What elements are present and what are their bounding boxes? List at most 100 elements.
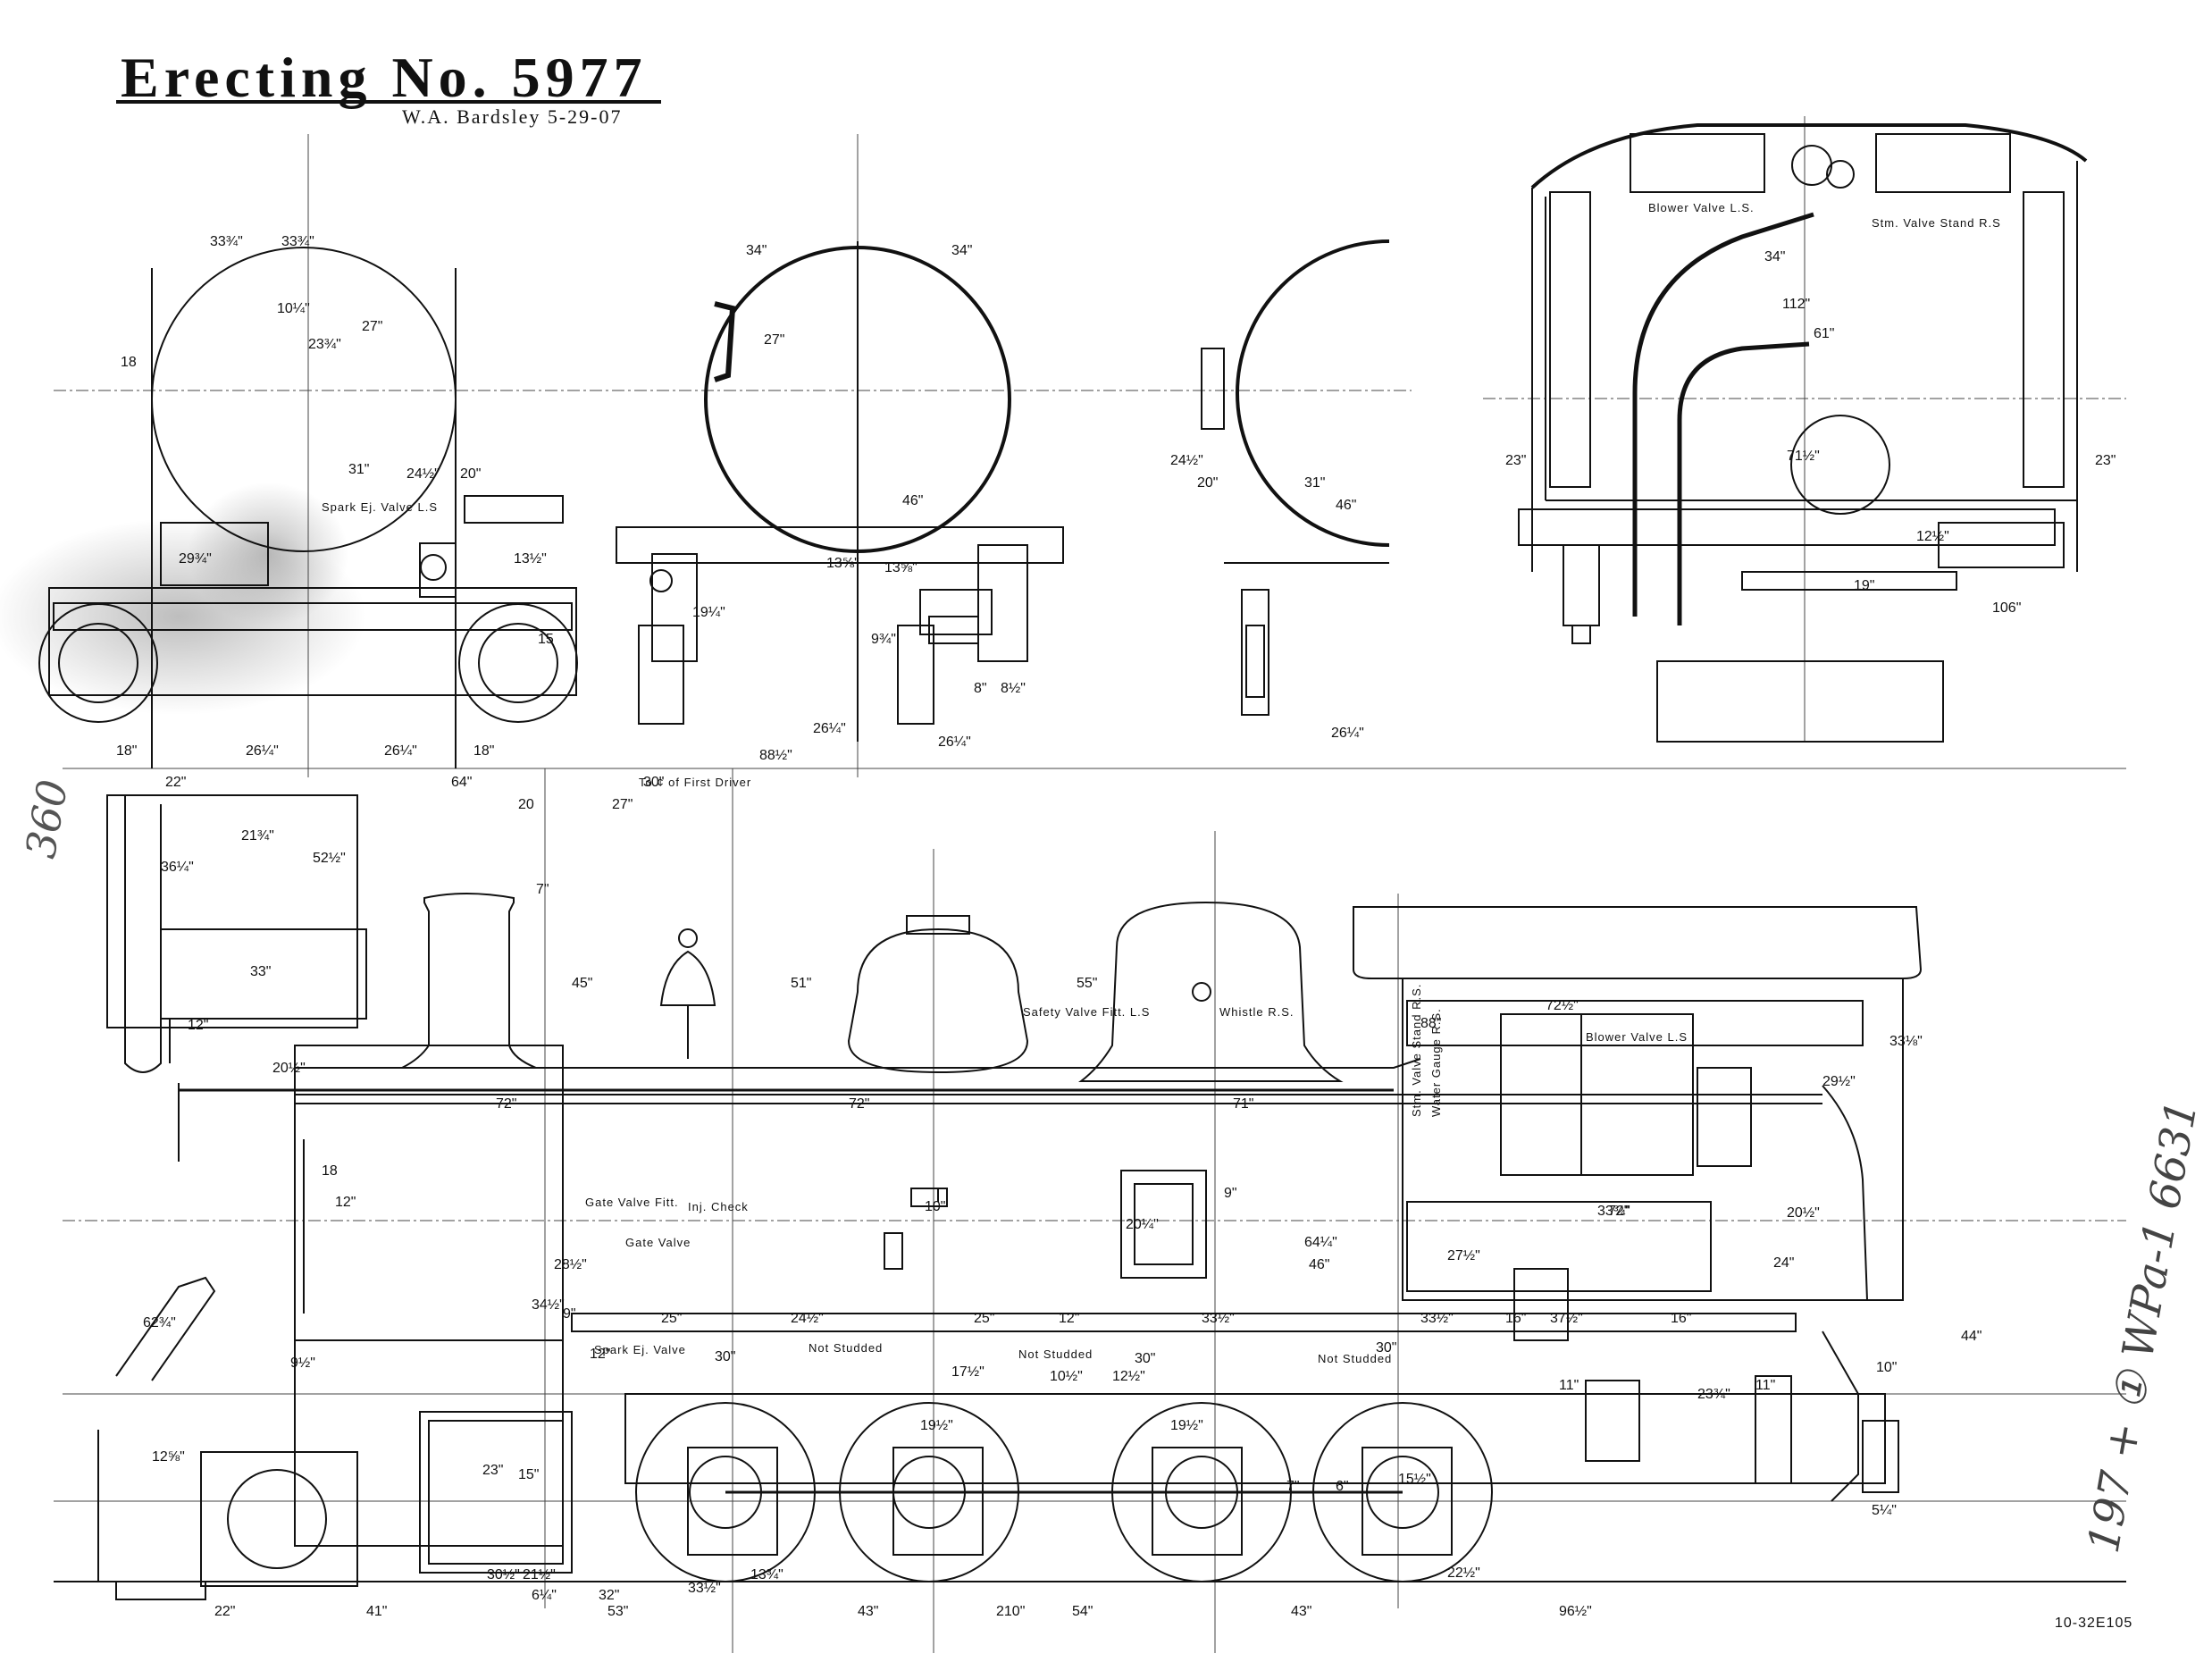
- dimension-side-72: 21½": [523, 1567, 556, 1582]
- dimension-side-36: 34½": [532, 1297, 565, 1313]
- dimension-end-view-17: 34": [746, 243, 767, 258]
- dimension-end-view-41: 106": [1992, 600, 2021, 616]
- dimension-side-59: 10": [1876, 1360, 1897, 1375]
- cab-end-view: [1518, 123, 2088, 743]
- dimension-side-49: 12": [590, 1347, 610, 1362]
- dimension-end-view-12: 15: [538, 632, 554, 647]
- dimension-side-77: 53": [607, 1604, 628, 1619]
- dimension-end-view-8: 20": [460, 466, 481, 482]
- dimension-end-view-5: 23¾": [308, 337, 341, 352]
- dimension-side-56: 11": [1559, 1378, 1579, 1393]
- side-elevation: [54, 794, 2126, 1600]
- author-signature: W.A. Bardsley 5-29-07: [402, 105, 623, 128]
- front-wheel-right: [458, 603, 578, 723]
- dimension-end-view-14: 26¼": [246, 743, 279, 759]
- dimension-side-63: 15": [518, 1467, 539, 1482]
- dimension-side-78: 43": [858, 1604, 878, 1619]
- dimension-side-40: 25": [974, 1311, 994, 1326]
- bell: [659, 950, 716, 1006]
- dimension-side-29: 64¼": [1304, 1235, 1337, 1250]
- dimension-side-71: 30½": [487, 1567, 520, 1582]
- dimension-end-view-42: 12½": [1916, 529, 1949, 544]
- label-gate-valve: Gate Valve: [625, 1236, 691, 1249]
- dimension-end-view-32: 31": [1304, 475, 1325, 491]
- dimension-side-79: 210": [996, 1604, 1025, 1619]
- dimension-side-60: 44": [1961, 1329, 1982, 1344]
- label-blower-valve-ls: Blower Valve L.S: [1586, 1030, 1688, 1044]
- dimension-side-73: 6¼": [532, 1588, 557, 1603]
- dimension-side-57: 23¾": [1697, 1387, 1730, 1402]
- boiler-cross-section: [616, 241, 1064, 742]
- cylinder: [419, 1411, 573, 1574]
- label-to-first-driver: To ¢ of First Driver: [639, 776, 751, 789]
- dimension-end-view-2: 33¾": [281, 234, 314, 249]
- dimension-side-3: 30": [643, 775, 664, 790]
- dimension-side-47: 62¾": [143, 1315, 176, 1330]
- dimension-side-51: 30": [1135, 1351, 1155, 1366]
- label-spark-ej-valve: Spark Ej. Valve: [594, 1343, 686, 1356]
- dimension-end-view-31: 20": [1197, 475, 1218, 491]
- dimension-side-17: 33⅛": [1889, 1034, 1923, 1049]
- dimension-side-45: 16": [1671, 1311, 1691, 1326]
- dimension-end-view-40: 19": [1854, 578, 1874, 593]
- dimension-side-24: 12": [335, 1195, 356, 1210]
- dimensions-end-views: 33¾"33¾"1810¼"23¾"27"31"20"24½"29¾"13½"1…: [116, 234, 2116, 763]
- dimension-side-81: 43": [1291, 1604, 1311, 1619]
- dimension-side-55: 30": [1376, 1340, 1396, 1356]
- dimension-end-view-28: 88½": [759, 748, 792, 763]
- smokestack: [401, 893, 537, 1069]
- label-inj-check: Inj. Check: [688, 1200, 749, 1213]
- dimension-side-76: 41": [366, 1604, 387, 1619]
- label-gate-valve-fitt: Gate Valve Fitt.: [585, 1196, 679, 1209]
- dimension-side-69: 33½": [688, 1581, 721, 1596]
- dimension-side-4: 20: [518, 797, 534, 812]
- dimension-side-27: 20¼": [1126, 1217, 1159, 1232]
- dimension-side-14: 55": [1077, 976, 1097, 991]
- dimension-side-33: 20½": [1787, 1205, 1820, 1221]
- dimension-side-16: 88": [1420, 1016, 1441, 1031]
- dimension-end-view-1: 33¾": [210, 234, 243, 249]
- dimension-side-38: 25": [661, 1311, 682, 1326]
- dimension-side-25: 9": [1224, 1186, 1237, 1201]
- dimension-end-view-6: 27": [362, 319, 382, 334]
- dimension-side-34: 24": [1773, 1255, 1794, 1271]
- dimension-side-70: 13¾": [750, 1567, 783, 1582]
- annotation-labels: Spark Ej. Valve L.S Blower Valve L.S. St…: [322, 201, 2001, 1365]
- front-wheel-left: [38, 603, 158, 723]
- dimension-side-28: 28½": [554, 1257, 587, 1272]
- dimension-side-23: 18: [322, 1163, 338, 1179]
- dimension-side-11: 12": [188, 1018, 208, 1033]
- dimension-side-61: 12⅝": [152, 1449, 185, 1465]
- dimension-side-46: 37½": [1550, 1311, 1583, 1326]
- dimension-side-18: 29½": [1822, 1074, 1856, 1089]
- dimension-side-83: 22½": [1447, 1565, 1480, 1581]
- dimension-end-view-38: 23": [1505, 453, 1526, 468]
- dimension-end-view-43: 34": [1764, 249, 1785, 264]
- dimension-side-21: 72": [849, 1096, 869, 1112]
- margin-note-right: 197 + ① WPa-1 6631: [2079, 1096, 2208, 1557]
- dimension-side-5: 27": [612, 797, 633, 812]
- dimension-side-20: 72": [496, 1096, 516, 1112]
- label-not-studded-2: Not Studded: [1018, 1347, 1093, 1361]
- dimension-side-31: 46": [1309, 1257, 1329, 1272]
- dimension-side-53: 10½": [1050, 1369, 1083, 1384]
- dimension-side-9: 7": [536, 882, 549, 897]
- dimension-end-view-19: 27": [764, 332, 784, 348]
- dimension-side-2: 64": [451, 775, 472, 790]
- dimension-end-view-10: 29¾": [179, 551, 212, 567]
- dimension-side-41: 12": [1059, 1311, 1079, 1326]
- label-stm-valve-stand-rs: Stm. Valve Stand R.S: [1872, 216, 2001, 230]
- dimension-side-44: 16": [1505, 1311, 1526, 1326]
- dimension-end-view-34: 26¼": [1331, 726, 1364, 741]
- dimension-end-view-13: 18": [116, 743, 137, 759]
- dimension-side-39: 24½": [791, 1311, 824, 1326]
- dimension-end-view-20: 46": [902, 493, 923, 508]
- dimension-end-view-18: 34": [951, 243, 972, 258]
- dimension-side-54: 12½": [1112, 1369, 1145, 1384]
- dimension-end-view-4: 10¼": [277, 301, 310, 316]
- dimension-side-8: 52½": [313, 851, 346, 866]
- dimension-end-view-39: 23": [2095, 453, 2116, 468]
- dimension-side-30: 27½": [1447, 1248, 1480, 1263]
